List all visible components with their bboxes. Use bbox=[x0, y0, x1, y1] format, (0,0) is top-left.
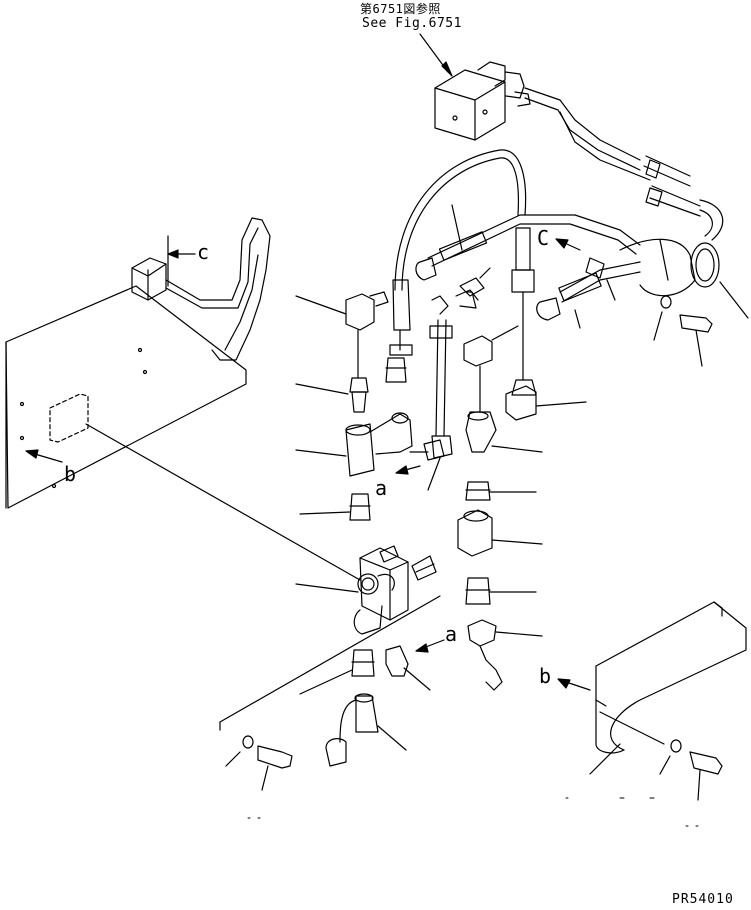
callout-b-right: b bbox=[539, 664, 552, 688]
bolt-lower-left bbox=[226, 736, 292, 790]
figure-reference-english: See Fig.6751 bbox=[362, 16, 462, 31]
right-swivel-elbow bbox=[620, 239, 748, 318]
left-mounting-plate bbox=[6, 218, 270, 508]
callout-c-left: c bbox=[197, 240, 210, 264]
lower-block-assembly bbox=[296, 546, 436, 634]
center-fittings-column bbox=[458, 326, 586, 690]
callout-a-lower: a bbox=[445, 622, 458, 646]
hose-right-angled bbox=[537, 258, 640, 328]
hose-pair bbox=[525, 88, 723, 240]
lower-fittings bbox=[300, 646, 430, 766]
reference-arrowhead bbox=[442, 62, 452, 76]
loop-hose bbox=[390, 150, 526, 355]
lower-plate bbox=[220, 596, 440, 730]
callout-b-left: b bbox=[64, 462, 77, 486]
left-fittings-column bbox=[296, 292, 444, 520]
hose-vertical-right bbox=[512, 228, 536, 395]
connection-line bbox=[86, 424, 360, 580]
valve-block bbox=[435, 62, 530, 140]
artifacts bbox=[248, 798, 698, 826]
bolt-right-upper bbox=[654, 296, 712, 366]
callout-arrows bbox=[26, 239, 590, 690]
center-slotted-tube bbox=[428, 268, 490, 490]
drawing-number: PR54010 bbox=[672, 892, 734, 907]
figure-reference-japanese: 第6751図参照 bbox=[360, 2, 441, 16]
hose-center-upper bbox=[416, 205, 640, 280]
callout-a-upper: a bbox=[375, 476, 388, 500]
callout-c-right: C bbox=[537, 226, 550, 250]
right-bracket bbox=[590, 602, 746, 800]
